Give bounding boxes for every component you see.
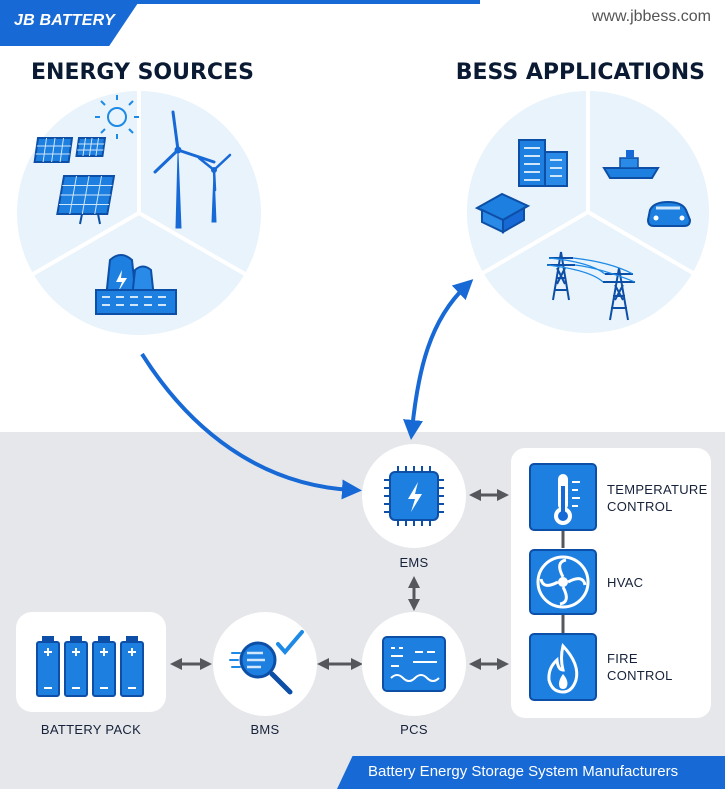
temperature-control-label: TEMPERATURE CONTROL [607,481,708,515]
header-accent-line [0,0,480,4]
bms-label: BMS [250,722,280,737]
solar-panel-icon [33,137,116,225]
fire-label-line1: FIRE [607,651,638,666]
office-building-icon [518,139,568,187]
house-icon [474,192,531,234]
power-plant-icon [95,254,177,315]
footer-text: Battery Energy Storage System Manufactur… [368,763,679,780]
electric-car-icon [646,200,692,227]
ship-icon [602,150,660,179]
footer-band [337,756,725,789]
fire-label-line2: CONTROL [607,668,673,683]
flow-arrow-to-ems [140,352,362,500]
ems-label: EMS [399,555,429,570]
flow-arrow-ems-to-applications [403,279,474,440]
battery-pack-label: BATTERY PACK [40,722,142,737]
temperature-label-line1: TEMPERATURE [607,482,708,497]
power-grid-icon [546,251,636,321]
brand-logo[interactable]: JB BATTERY [14,12,115,29]
bess-applications-title: BESS APPLICATIONS [455,60,705,85]
temperature-label-line2: CONTROL [607,499,673,514]
connector-arrows [170,489,509,670]
hvac-label: HVAC [607,575,644,590]
sun-icon [95,95,139,139]
fire-control-label: FIRE CONTROL [607,650,673,684]
wind-turbine-icon [153,110,232,229]
site-url[interactable]: www.jbbess.com [591,8,711,25]
energy-sources-title: ENERGY SOURCES [31,60,254,85]
pcs-label: PCS [400,722,428,737]
